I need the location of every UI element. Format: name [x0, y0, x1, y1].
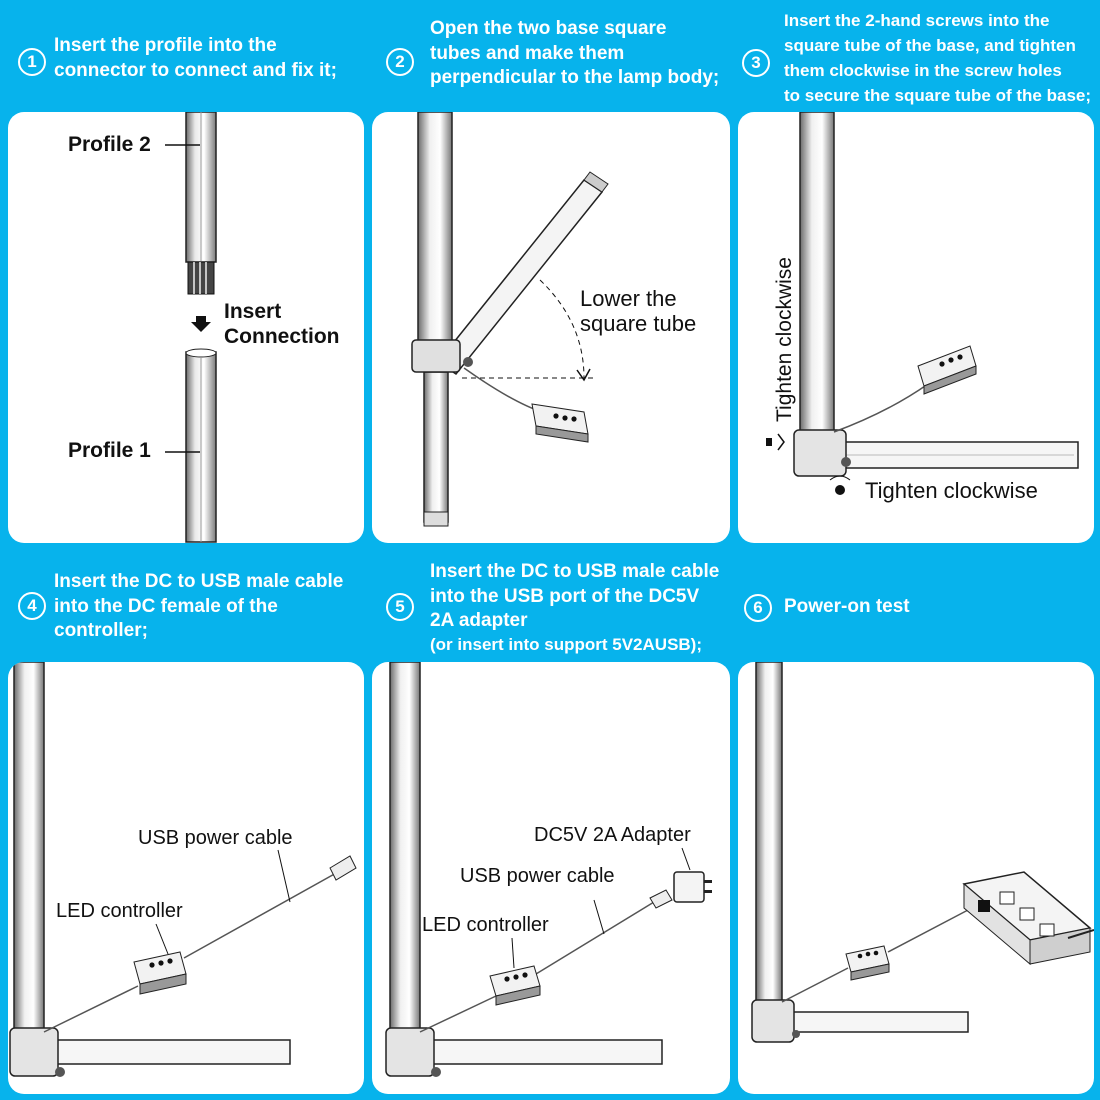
panel-step-4: USB power cable LED controller — [8, 662, 364, 1094]
label-insert-connection: Insert Connection — [224, 299, 340, 349]
step-1-badge: 1 — [18, 48, 46, 76]
label-tighten-clockwise-vertical: Tighten clockwise — [773, 257, 796, 422]
label-led-controller-4: LED controller — [56, 900, 183, 922]
label-lower-line-1: Lower the — [580, 286, 677, 311]
step-3-badge: 3 — [742, 49, 770, 77]
usb-adapter-illustration — [385, 662, 712, 1077]
panel-step-5: DC5V 2A Adapter USB power cable LED cont… — [372, 662, 730, 1094]
panel-step-1: Profile 2 Insert Connection Profile 1 — [8, 112, 364, 543]
panel-step-3: Tighten clockwise Tighten clockwise — [738, 112, 1094, 543]
step-6-line-1: Power-on test — [784, 596, 910, 617]
step-3-line-3: them clockwise in the screw holes — [784, 61, 1062, 80]
step-5-line-3: 2A adapter — [430, 610, 528, 631]
label-lower-square-tube: Lower the square tube — [580, 286, 696, 336]
step-5-line-2: into the USB port of the DC5V — [430, 585, 700, 607]
label-dc5v-2a-adapter: DC5V 2A Adapter — [534, 824, 691, 846]
step-6-badge: 6 — [744, 594, 772, 622]
step-3-line-4: to secure the square tube of the base; — [784, 86, 1092, 105]
panel-step-2: Lower the square tube — [372, 112, 730, 543]
label-insert: Insert — [224, 300, 282, 323]
step-2-badge: 2 — [386, 48, 414, 76]
step-2-line-1: Open the two base square — [430, 18, 667, 39]
power-on-illustration — [751, 662, 1094, 1043]
profile-insert-illustration — [165, 112, 217, 543]
label-usb-power-cable-4: USB power cable — [138, 827, 293, 849]
dc-cable-illustration — [9, 662, 357, 1077]
step-5-badge: 5 — [386, 593, 414, 621]
label-usb-power-cable-5: USB power cable — [460, 865, 615, 887]
label-connection: Connection — [224, 325, 340, 348]
label-led-controller-5: LED controller — [422, 914, 549, 936]
step-2-line-2: tubes and make them — [430, 42, 625, 64]
step-5-line-4: (or insert into support 5V2AUSB); — [430, 634, 703, 654]
step-3-line-2: square tube of the base, and tighten — [784, 36, 1076, 55]
step-4-badge: 4 — [18, 592, 46, 620]
screw-tighten-illustration — [766, 112, 1079, 495]
step-3-line-1: Insert the 2-hand screws into the — [784, 11, 1050, 30]
label-profile-2: Profile 2 — [68, 133, 151, 156]
step-2-line-3: perpendicular to the lamp body; — [430, 67, 720, 88]
step-4-line-3: controller; — [54, 620, 148, 641]
step-4-line-2: into the DC female of the — [54, 595, 278, 617]
label-tighten-clockwise-bottom: Tighten clockwise — [865, 478, 1038, 503]
label-profile-1: Profile 1 — [68, 439, 151, 462]
step-5-line-1: Insert the DC to USB male cable — [430, 561, 720, 582]
base-open-illustration — [411, 112, 609, 527]
panel-step-6 — [738, 662, 1094, 1094]
step-1-line-1: Insert the profile into the — [54, 35, 277, 56]
step-4-line-1: Insert the DC to USB male cable — [54, 571, 344, 592]
step-1-line-2: connector to connect and fix it; — [54, 59, 337, 81]
label-lower-line-2: square tube — [580, 311, 697, 336]
